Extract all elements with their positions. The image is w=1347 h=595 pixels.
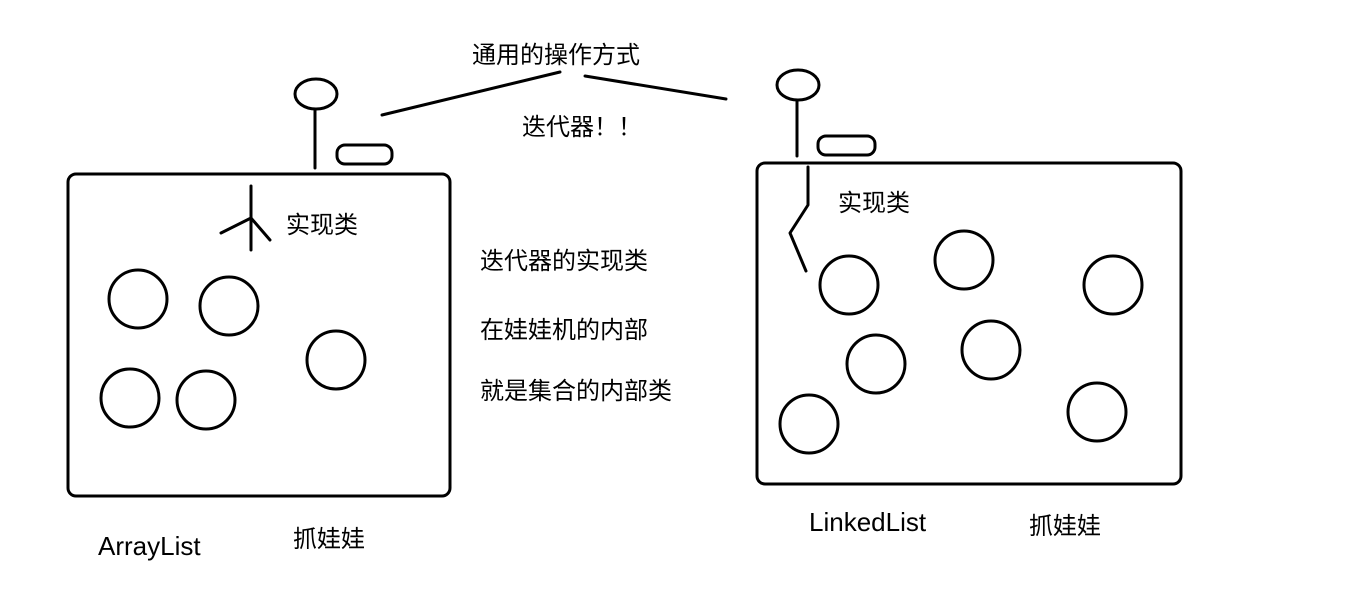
arraylist-doll: [175, 369, 237, 431]
label-common-operation: 通用的操作方式: [472, 41, 640, 69]
linkedlist-doll: [960, 319, 1022, 381]
linkedlist-doll: [778, 393, 840, 455]
label-claw-doll-right: 抓娃娃: [1029, 512, 1101, 540]
label-inside-claw-machine: 在娃娃机的内部: [480, 316, 648, 344]
arraylist-doll: [305, 329, 367, 391]
linkedlist-button: [816, 134, 877, 157]
arraylist-doll: [99, 367, 161, 429]
label-impl-class-left: 实现类: [286, 211, 358, 239]
label-linkedlist: LinkedList: [809, 507, 927, 537]
label-iterator-impl: 迭代器的实现类: [480, 247, 648, 275]
arraylist-button: [335, 143, 394, 166]
linkedlist-doll: [1066, 381, 1128, 443]
label-iterator: 迭代器！！: [522, 113, 642, 141]
linkedlist-doll: [933, 229, 995, 291]
linkedlist-doll: [1082, 254, 1144, 316]
label-impl-class-right: 实现类: [838, 189, 910, 217]
arraylist-claw: [219, 184, 272, 252]
label-claw-doll-left: 抓娃娃: [293, 525, 365, 553]
label-inner-class: 就是集合的内部类: [480, 377, 672, 405]
linkedlist-joystick-knob: [775, 68, 821, 102]
linkedlist-doll: [845, 333, 907, 395]
connector-line-left: [380, 70, 562, 117]
connector-line-right: [583, 74, 728, 101]
arraylist-joystick-knob: [293, 77, 339, 111]
linkedlist-claw: [788, 165, 810, 273]
arraylist-doll: [198, 275, 260, 337]
arraylist-machine-box: [66, 172, 452, 498]
linkedlist-machine-box: [755, 161, 1183, 486]
arraylist-doll: [107, 268, 169, 330]
linkedlist-doll: [818, 254, 880, 316]
label-arraylist: ArrayList: [98, 531, 201, 561]
